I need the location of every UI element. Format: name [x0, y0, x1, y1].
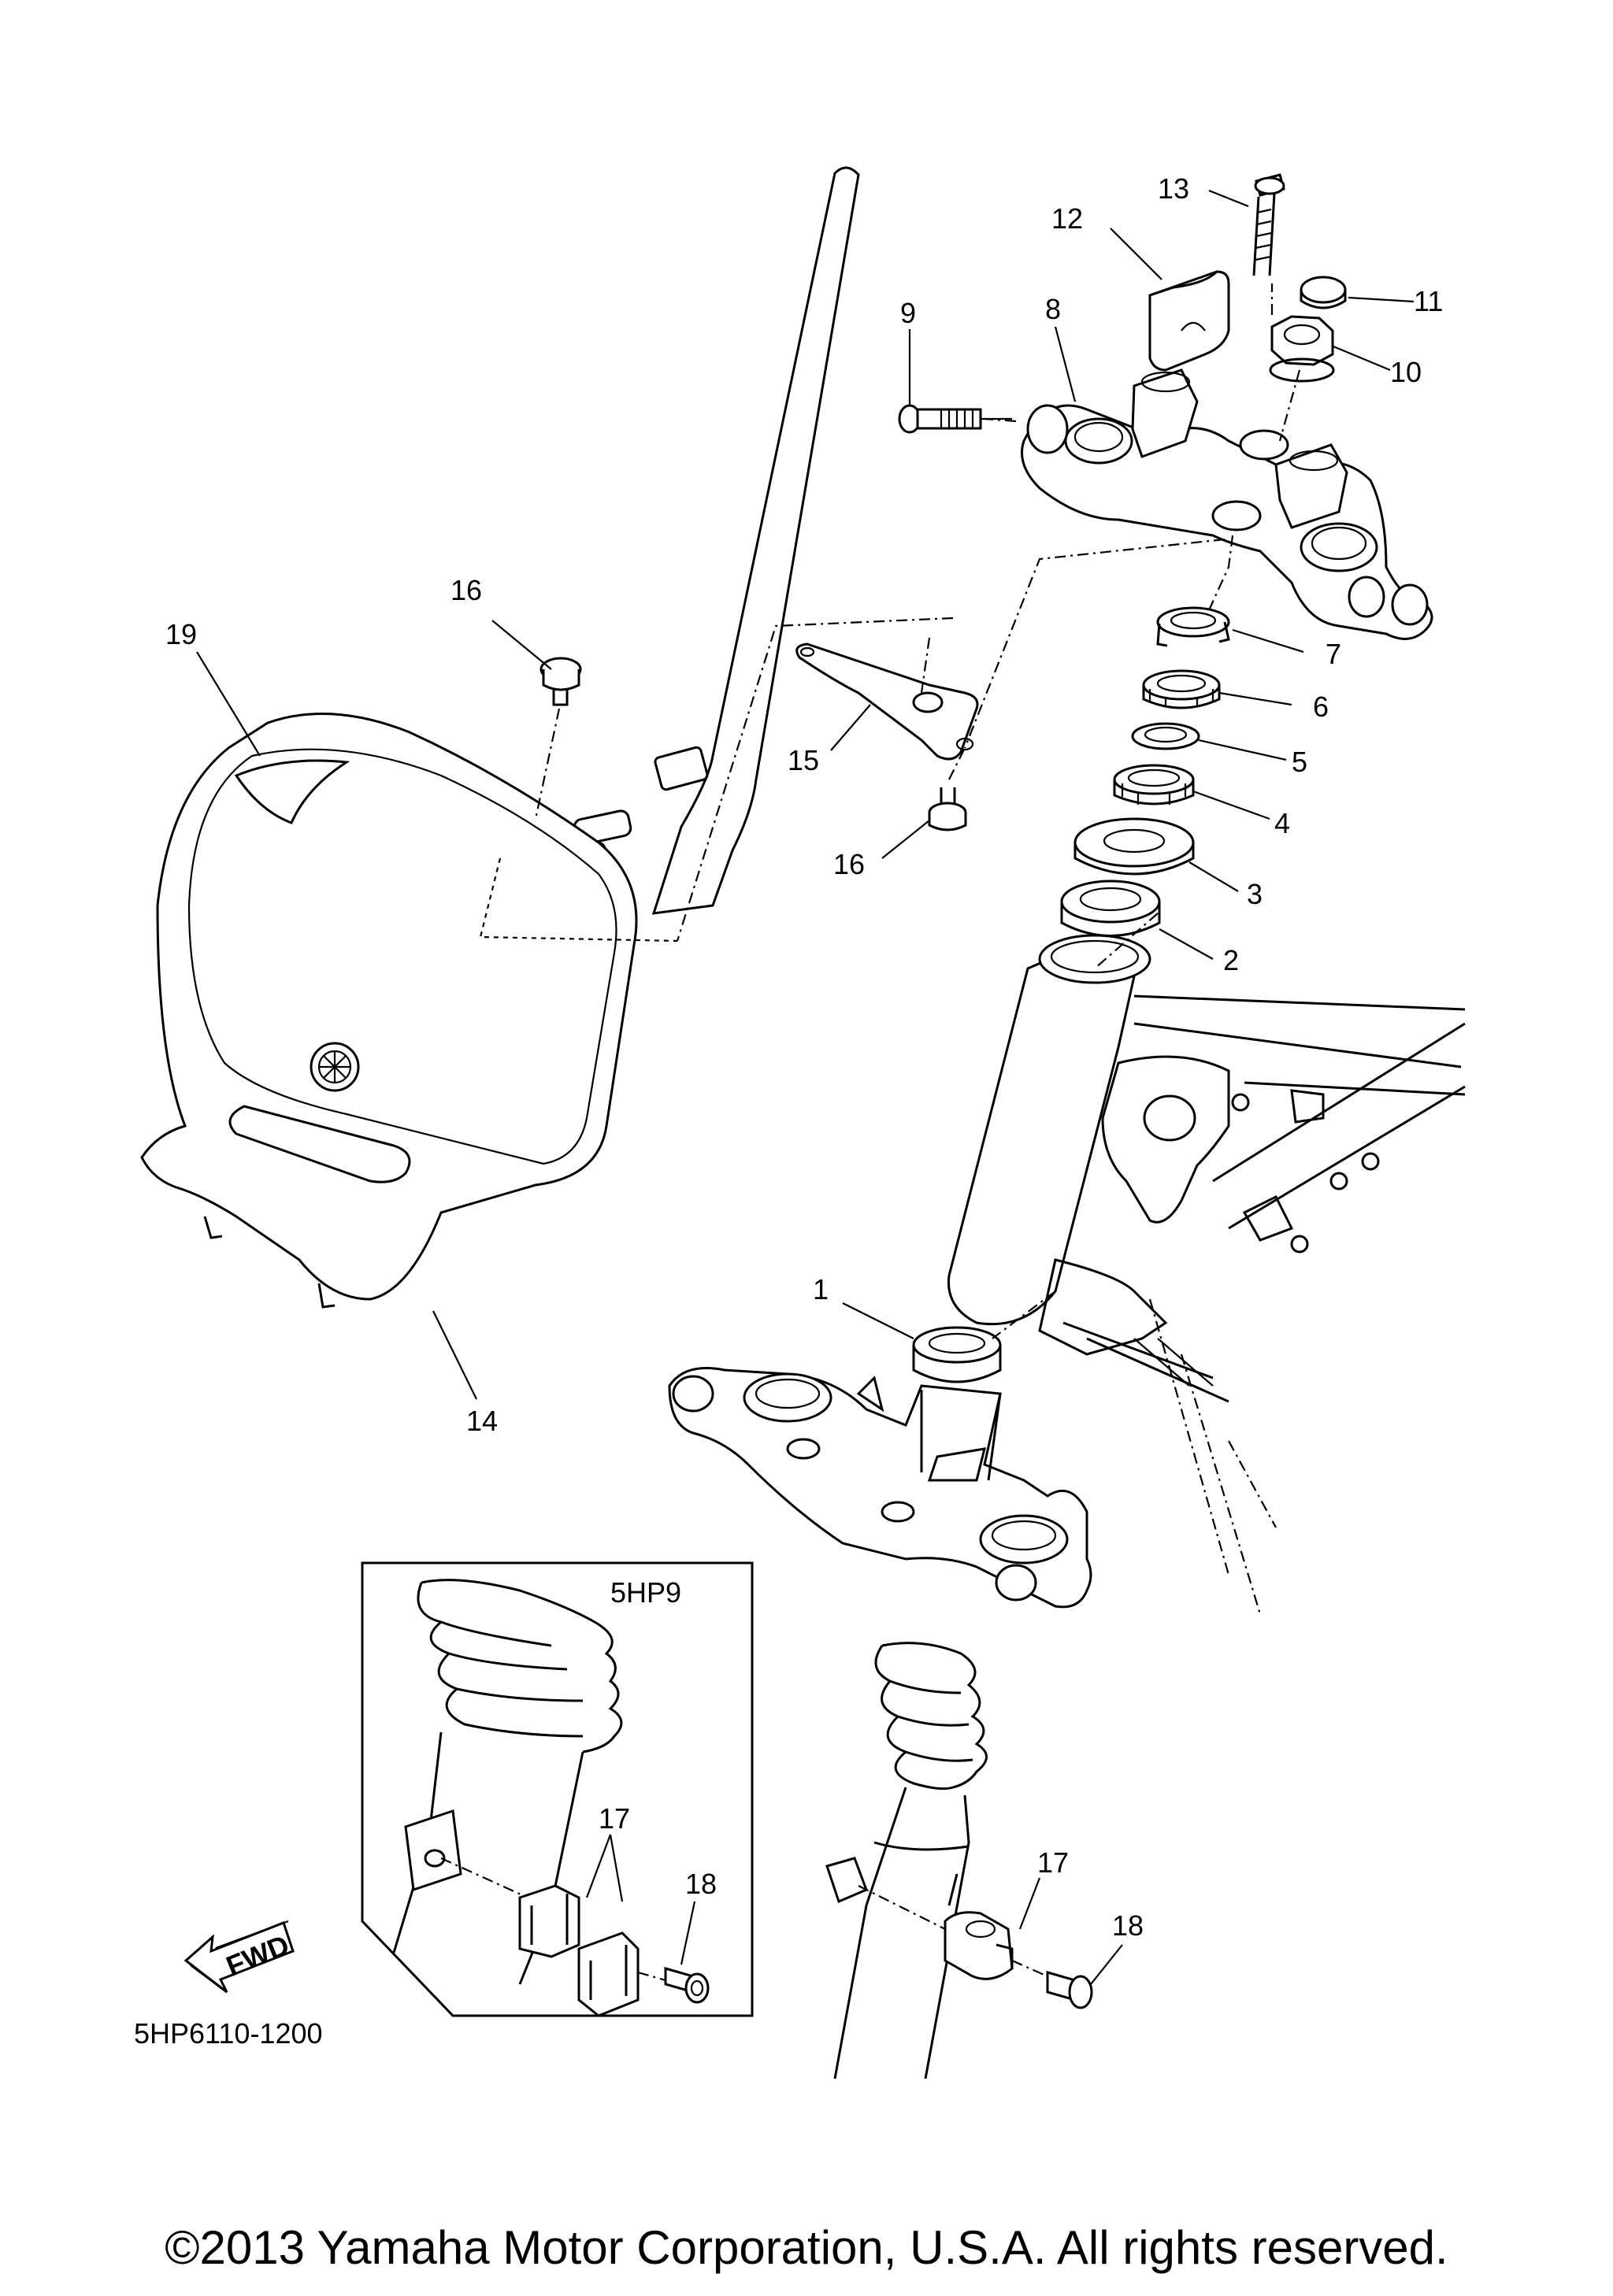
nut-10 — [1269, 315, 1335, 383]
fwd-arrow: FWD — [184, 1920, 295, 1994]
callout-10: 10 — [1390, 356, 1422, 388]
assembly-lines — [534, 283, 1301, 1339]
callout-5: 5 — [1292, 746, 1307, 778]
copyright-notice: ©2013 Yamaha Motor Corporation, U.S.A. A… — [165, 2221, 1448, 2274]
callout-18b: 18 — [1112, 1909, 1144, 1942]
callout-1: 1 — [813, 1273, 829, 1305]
callout-13: 13 — [1158, 172, 1189, 205]
bolt-9 — [898, 404, 1012, 434]
callout-16a: 16 — [451, 574, 482, 606]
bolt-16-upper — [540, 657, 582, 706]
callout-12: 12 — [1051, 202, 1083, 235]
callout-8: 8 — [1045, 293, 1061, 325]
bearing-1 — [912, 1326, 1002, 1383]
fork-right — [825, 1642, 1123, 2079]
callout-7: 7 — [1326, 638, 1341, 670]
bolt-13 — [1252, 173, 1285, 276]
diagram-code: 5HP6110-1200 — [134, 2017, 323, 2050]
callout-18a: 18 — [685, 1868, 717, 1900]
callout-17b: 17 — [1037, 1846, 1069, 1879]
frame-head-pipe — [947, 934, 1466, 1615]
inset-5hp9 — [361, 1561, 754, 2017]
callout-19: 19 — [165, 618, 197, 650]
inset-label: 5HP9 — [610, 1576, 681, 1609]
callouts: 1 2 3 4 5 6 7 8 9 10 11 12 13 14 15 16 1… — [134, 172, 1443, 2050]
callout-9: 9 — [900, 297, 916, 329]
number-plate — [140, 166, 860, 1309]
upper-bracket — [1021, 368, 1433, 640]
leader-lines — [196, 189, 1415, 1400]
under-bracket — [668, 1367, 1092, 1609]
bolt-16-lower — [928, 787, 967, 831]
callout-2: 2 — [1223, 944, 1239, 976]
steering-stack — [1060, 606, 1230, 937]
plate-bracket-15 — [795, 643, 979, 761]
cap-11 — [1300, 276, 1347, 309]
callout-4: 4 — [1274, 807, 1290, 839]
callout-17a: 17 — [599, 1802, 630, 1835]
callout-3: 3 — [1247, 878, 1263, 910]
callout-6: 6 — [1313, 691, 1329, 723]
callout-14: 14 — [466, 1405, 498, 1437]
handlebar-holder — [1148, 270, 1230, 372]
callout-11: 11 — [1414, 285, 1443, 317]
callout-15: 15 — [788, 744, 819, 776]
callout-16b: 16 — [833, 848, 865, 880]
